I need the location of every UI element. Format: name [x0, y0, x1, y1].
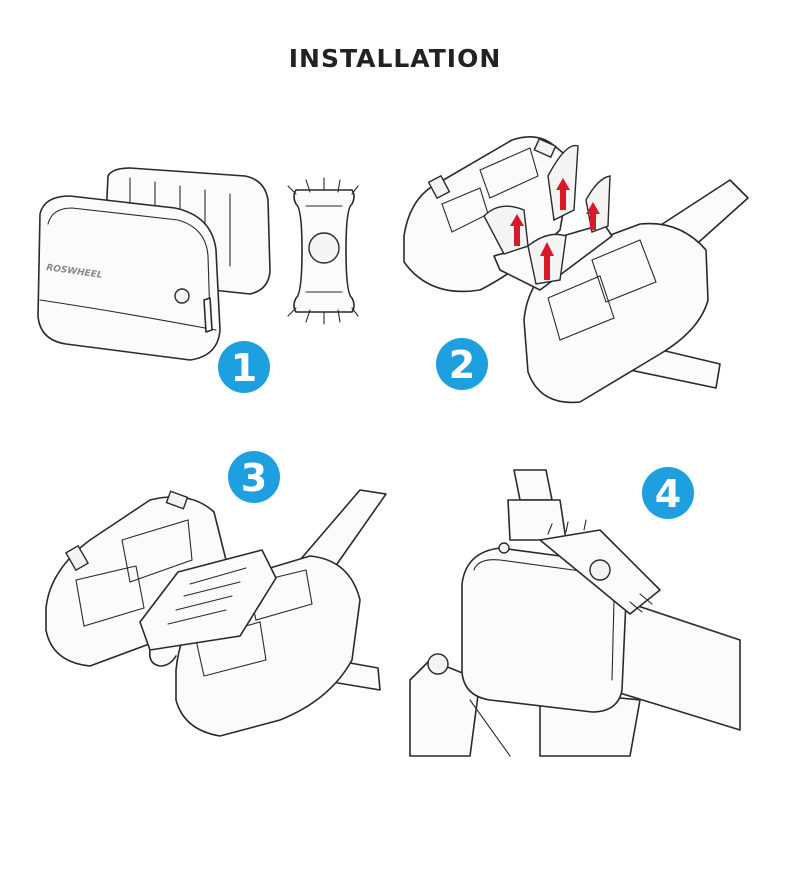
step-badge-3: 3 — [228, 451, 280, 503]
step-1-illustration: ROSWHEEL — [37, 167, 359, 361]
step-number-4: 4 — [655, 472, 681, 516]
step-badge-4: 4 — [642, 467, 694, 519]
step-2-illustration — [403, 136, 749, 404]
step-badge-1: 1 — [218, 341, 270, 393]
step-badge-2: 2 — [436, 338, 488, 390]
step-number-1: 1 — [231, 346, 257, 390]
step-3-illustration — [45, 489, 387, 737]
page-title: INSTALLATION — [288, 44, 502, 73]
step-4-illustration — [409, 469, 741, 757]
step-number-3: 3 — [241, 456, 267, 500]
step-number-2: 2 — [449, 343, 475, 387]
